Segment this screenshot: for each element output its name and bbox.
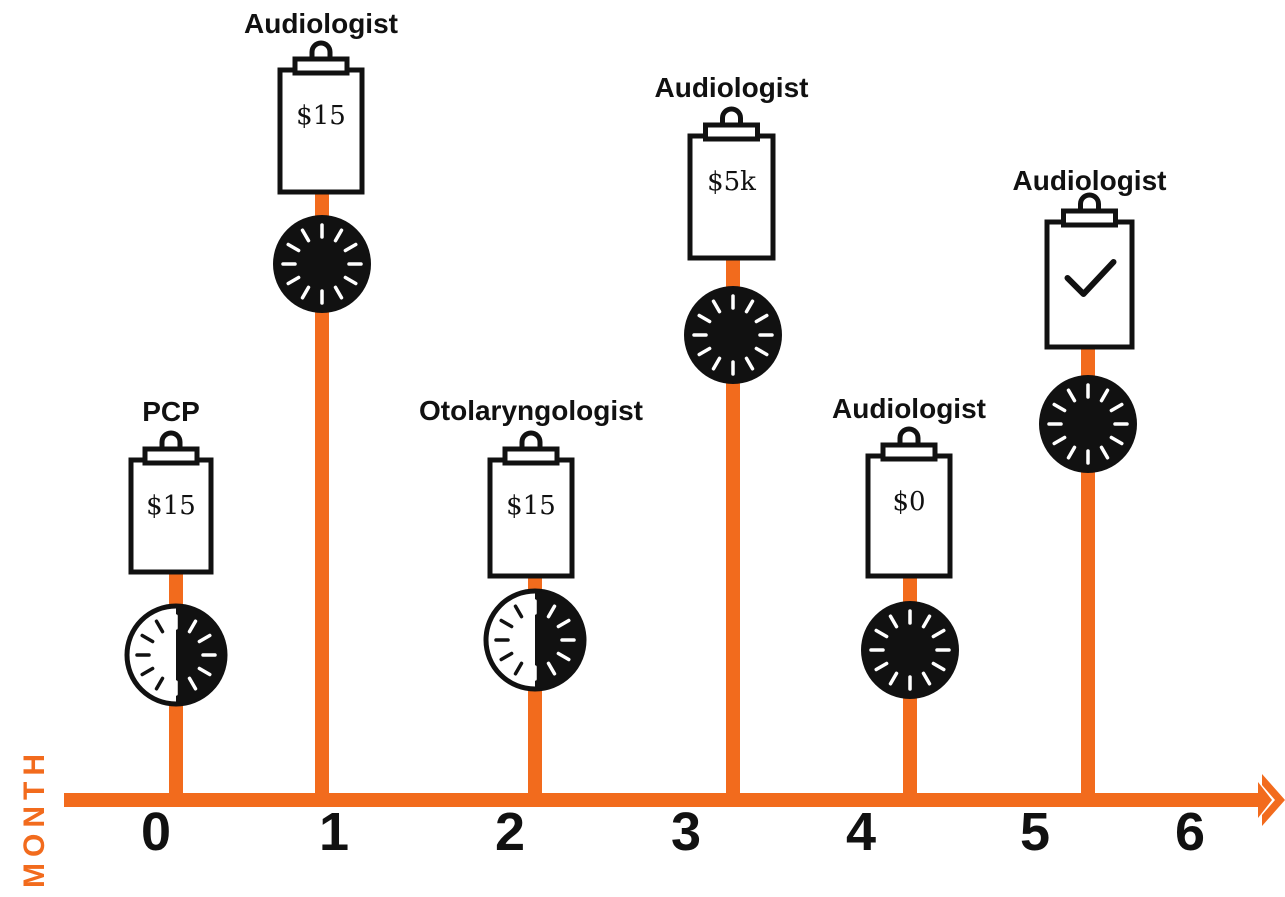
clock-tick: [187, 619, 198, 634]
clock-tick: [888, 614, 899, 629]
clock-tick: [697, 346, 712, 357]
clock-tick: [711, 356, 722, 371]
timeline-event: $15 PCP: [124, 396, 228, 800]
clipboard-check-icon: [1044, 192, 1135, 350]
timeline-arrow-head: [1262, 774, 1285, 826]
clock-tick: [499, 618, 514, 629]
clock-tick: [744, 299, 755, 314]
provider-label: Audiologist: [832, 393, 986, 424]
clock-tick: [1109, 402, 1124, 413]
half-clock-icon: [483, 588, 587, 692]
provider-label: Audiologist: [655, 72, 809, 103]
timeline-axis: [64, 793, 1264, 807]
clock-tick: [1052, 435, 1067, 446]
clock-tick: [697, 313, 712, 324]
clipboard-icon: $15: [487, 430, 575, 579]
clock-tick: [513, 604, 524, 619]
clock-tick: [921, 614, 932, 629]
clipboard-icon: $5k: [687, 106, 776, 261]
clock-tick: [197, 666, 212, 677]
clock-tick: [333, 285, 344, 300]
clock-tick: [1099, 388, 1110, 403]
full-clock-icon: [273, 215, 371, 313]
event-stem: [726, 258, 740, 800]
month-label: 0: [141, 802, 171, 862]
clock-tick: [1066, 388, 1077, 403]
timeline-event: Audiologist: [1013, 165, 1167, 800]
full-clock-icon: [684, 286, 782, 384]
clock-tick: [343, 242, 358, 253]
events-layer: $15PCP$15Audiologist$15Otolaryngologist$…: [124, 8, 1167, 800]
clock-tick: [140, 633, 155, 644]
fee-amount: $5k: [707, 167, 756, 197]
clipboard-icon: $15: [277, 40, 365, 195]
fee-amount: $0: [892, 487, 925, 517]
clock-tick: [286, 242, 301, 253]
fee-amount: $15: [146, 491, 196, 521]
clock-tick: [711, 299, 722, 314]
clock-tick: [300, 228, 311, 243]
timeline-event: $5k Audiologist: [655, 72, 809, 800]
month-label: 5: [1020, 802, 1050, 862]
provider-label: Audiologist: [244, 8, 398, 39]
full-clock-icon: [861, 601, 959, 699]
clock-tick: [300, 285, 311, 300]
clock-tick: [197, 633, 212, 644]
clock-tick: [333, 228, 344, 243]
clock-tick: [556, 618, 571, 629]
clock-tick: [343, 275, 358, 286]
clock-tick: [154, 619, 165, 634]
provider-label: Audiologist: [1013, 165, 1167, 196]
fee-amount: $15: [296, 101, 346, 131]
timeline-arrow-fill: [1258, 782, 1272, 818]
full-clock-icon: [1039, 375, 1137, 473]
provider-label: Otolaryngologist: [419, 395, 643, 426]
timeline-event: $0 Audiologist: [832, 393, 986, 800]
clock-tick: [744, 356, 755, 371]
clock-tick: [754, 346, 769, 357]
fee-amount: $15: [506, 491, 556, 521]
month-label: 4: [846, 802, 876, 862]
month-label: 3: [671, 802, 701, 862]
clock-tick: [286, 275, 301, 286]
clock-tick: [1052, 402, 1067, 413]
timeline-event: $15 Audiologist: [244, 8, 398, 800]
clock-tick: [931, 628, 946, 639]
timeline-event: $15 Otolaryngologist: [419, 395, 643, 800]
clock-tick: [931, 661, 946, 672]
month-label: 6: [1175, 802, 1205, 862]
clock-tick: [754, 313, 769, 324]
clock-tick: [1099, 445, 1110, 460]
clock-tick: [513, 661, 524, 676]
clock-tick: [921, 671, 932, 686]
clock-tick: [556, 651, 571, 662]
provider-label: PCP: [142, 396, 200, 427]
month-label: 1: [319, 802, 349, 862]
clock-tick: [546, 661, 557, 676]
event-stem: [315, 192, 329, 800]
clipboard-icon: $0: [865, 426, 953, 579]
clock-tick: [546, 604, 557, 619]
clock-tick: [888, 671, 899, 686]
clock-tick: [140, 666, 155, 677]
month-label: 2: [495, 802, 525, 862]
month-ticks: 0 1 2 3 4 5 6: [141, 802, 1205, 862]
half-clock-icon: [124, 603, 228, 707]
clock-tick: [187, 676, 198, 691]
clock-tick: [154, 676, 165, 691]
axis-title: MONTH: [18, 748, 51, 888]
clipboard-icon: $15: [128, 430, 214, 575]
clock-tick: [874, 628, 889, 639]
checkmark-icon: [1064, 259, 1117, 297]
clock-tick: [874, 661, 889, 672]
clock-tick: [1109, 435, 1124, 446]
clock-tick: [1066, 445, 1077, 460]
clock-tick: [499, 651, 514, 662]
